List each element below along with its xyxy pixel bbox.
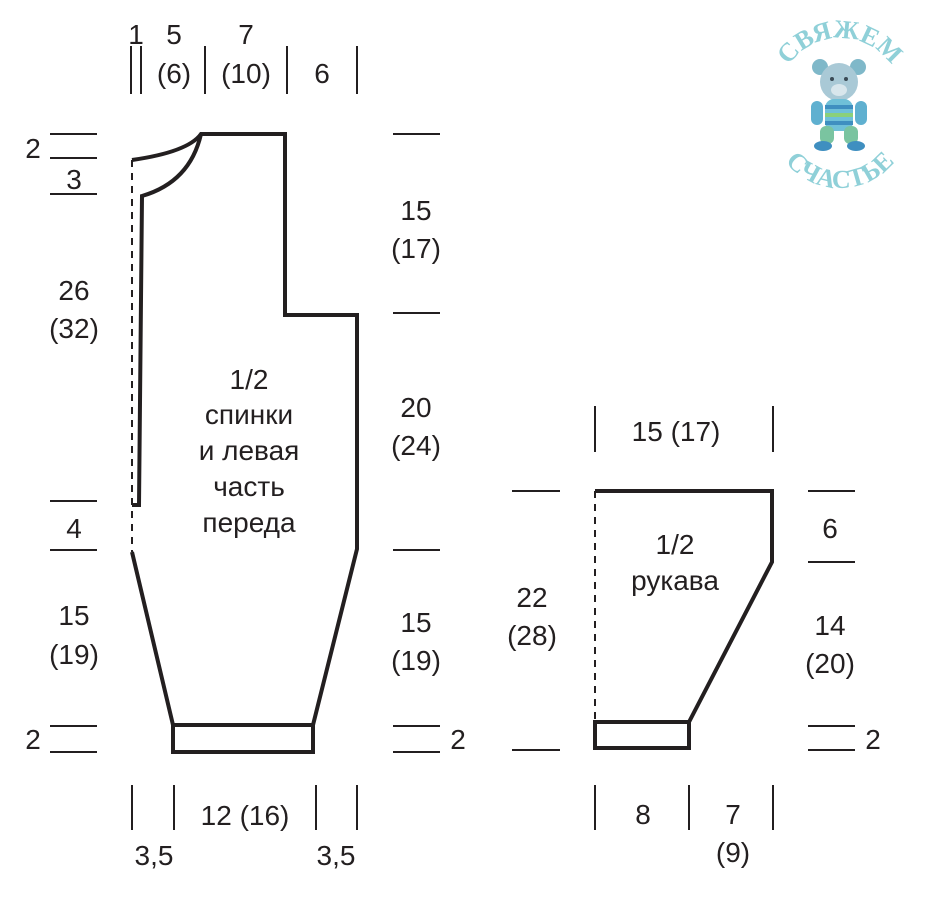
back-right-band: 2 [450,724,466,755]
back-width-b-bottom: (6) [157,58,191,89]
sleeve-top-width: 15 (17) [632,416,721,447]
back-bottom-left: 3,5 [135,840,174,871]
back-left-hip-top: 15 [58,600,89,631]
sleeve-bottom-right-top: 7 [725,799,741,830]
back-left-neck-step: 3 [66,164,82,195]
brand-logo: СВЯЖЕМ СЧАСТЬЕ [771,14,908,194]
back-title-1: 1/2 [230,364,269,395]
back-left-hip-bottom: (19) [49,639,99,670]
back-right-shoulder-bottom: (17) [391,233,441,264]
sleeve-right-cap: 6 [822,513,838,544]
sleeve-right-taper-top: 14 [814,610,845,641]
sleeve-left-length-top: 22 [516,582,547,613]
back-neck-step [132,133,203,507]
back-panel: 1/2 спинки и левая часть переда 1 5 (6) … [25,19,466,871]
back-right-hip-top: 15 [400,607,431,638]
logo-bottom-text: СЧАСТЬЕ [781,146,900,195]
sleeve-left-dimensions: 22 (28) [507,490,560,751]
back-left-dimensions: 2 3 26 (32) 4 15 (19) 2 [25,133,99,755]
back-width-c-top: 7 [238,19,254,50]
sleeve-right-band: 2 [865,724,881,755]
back-top-dimensions: 1 5 (6) 7 (10) 6 [128,19,358,94]
logo-top-text: СВЯЖЕМ [771,14,908,69]
back-width-d: 6 [314,58,330,89]
back-right-body-bottom: (24) [391,430,441,461]
back-left-armhole-bottom: (32) [49,313,99,344]
sleeve-bottom-dimensions: 8 7 (9) [594,785,774,868]
back-panel-outline [130,132,359,727]
back-width-b-top: 5 [166,19,182,50]
back-right-dimensions: 15 (17) 20 (24) 15 (19) 2 [391,133,466,755]
back-right-hip-bottom: (19) [391,645,441,676]
sleeve-right-dimensions: 6 14 (20) 2 [805,490,881,755]
sleeve-outline [595,489,774,724]
sleeve-title-1: 1/2 [656,529,695,560]
sleeve-title-2: рукава [631,565,719,596]
back-bottom-dimensions: 12 (16) 3,5 3,5 [131,785,358,871]
back-title-5: переда [202,507,296,538]
back-right-shoulder-top: 15 [400,195,431,226]
sleeve-bottom-right-bottom: (9) [716,837,750,868]
sleeve-right-taper-bottom: (20) [805,648,855,679]
back-left-mid: 4 [66,513,82,544]
knitted-bear-icon [811,59,867,151]
back-width-a: 1 [128,19,144,50]
back-width-c-bottom: (10) [221,58,271,89]
back-left-armhole-top: 26 [58,275,89,306]
sleeve-bottom-band [593,720,691,750]
back-bottom-center: 12 (16) [201,800,290,831]
back-left-band: 2 [25,724,41,755]
sleeve-left-length-bottom: (28) [507,620,557,651]
back-left-neck-drop: 2 [25,133,41,164]
back-right-body-top: 20 [400,392,431,423]
back-bottom-band [171,723,315,754]
sleeve-panel: 1/2 рукава 15 (17) 22 (28) 6 14 (20) 2 [507,406,881,868]
sleeve-top-dimensions: 15 (17) [594,406,774,452]
back-title-4: часть [213,471,285,502]
back-title-3: и левая [199,435,300,466]
back-title-2: спинки [205,399,293,430]
back-bottom-right: 3,5 [317,840,356,871]
sleeve-bottom-left: 8 [635,799,651,830]
